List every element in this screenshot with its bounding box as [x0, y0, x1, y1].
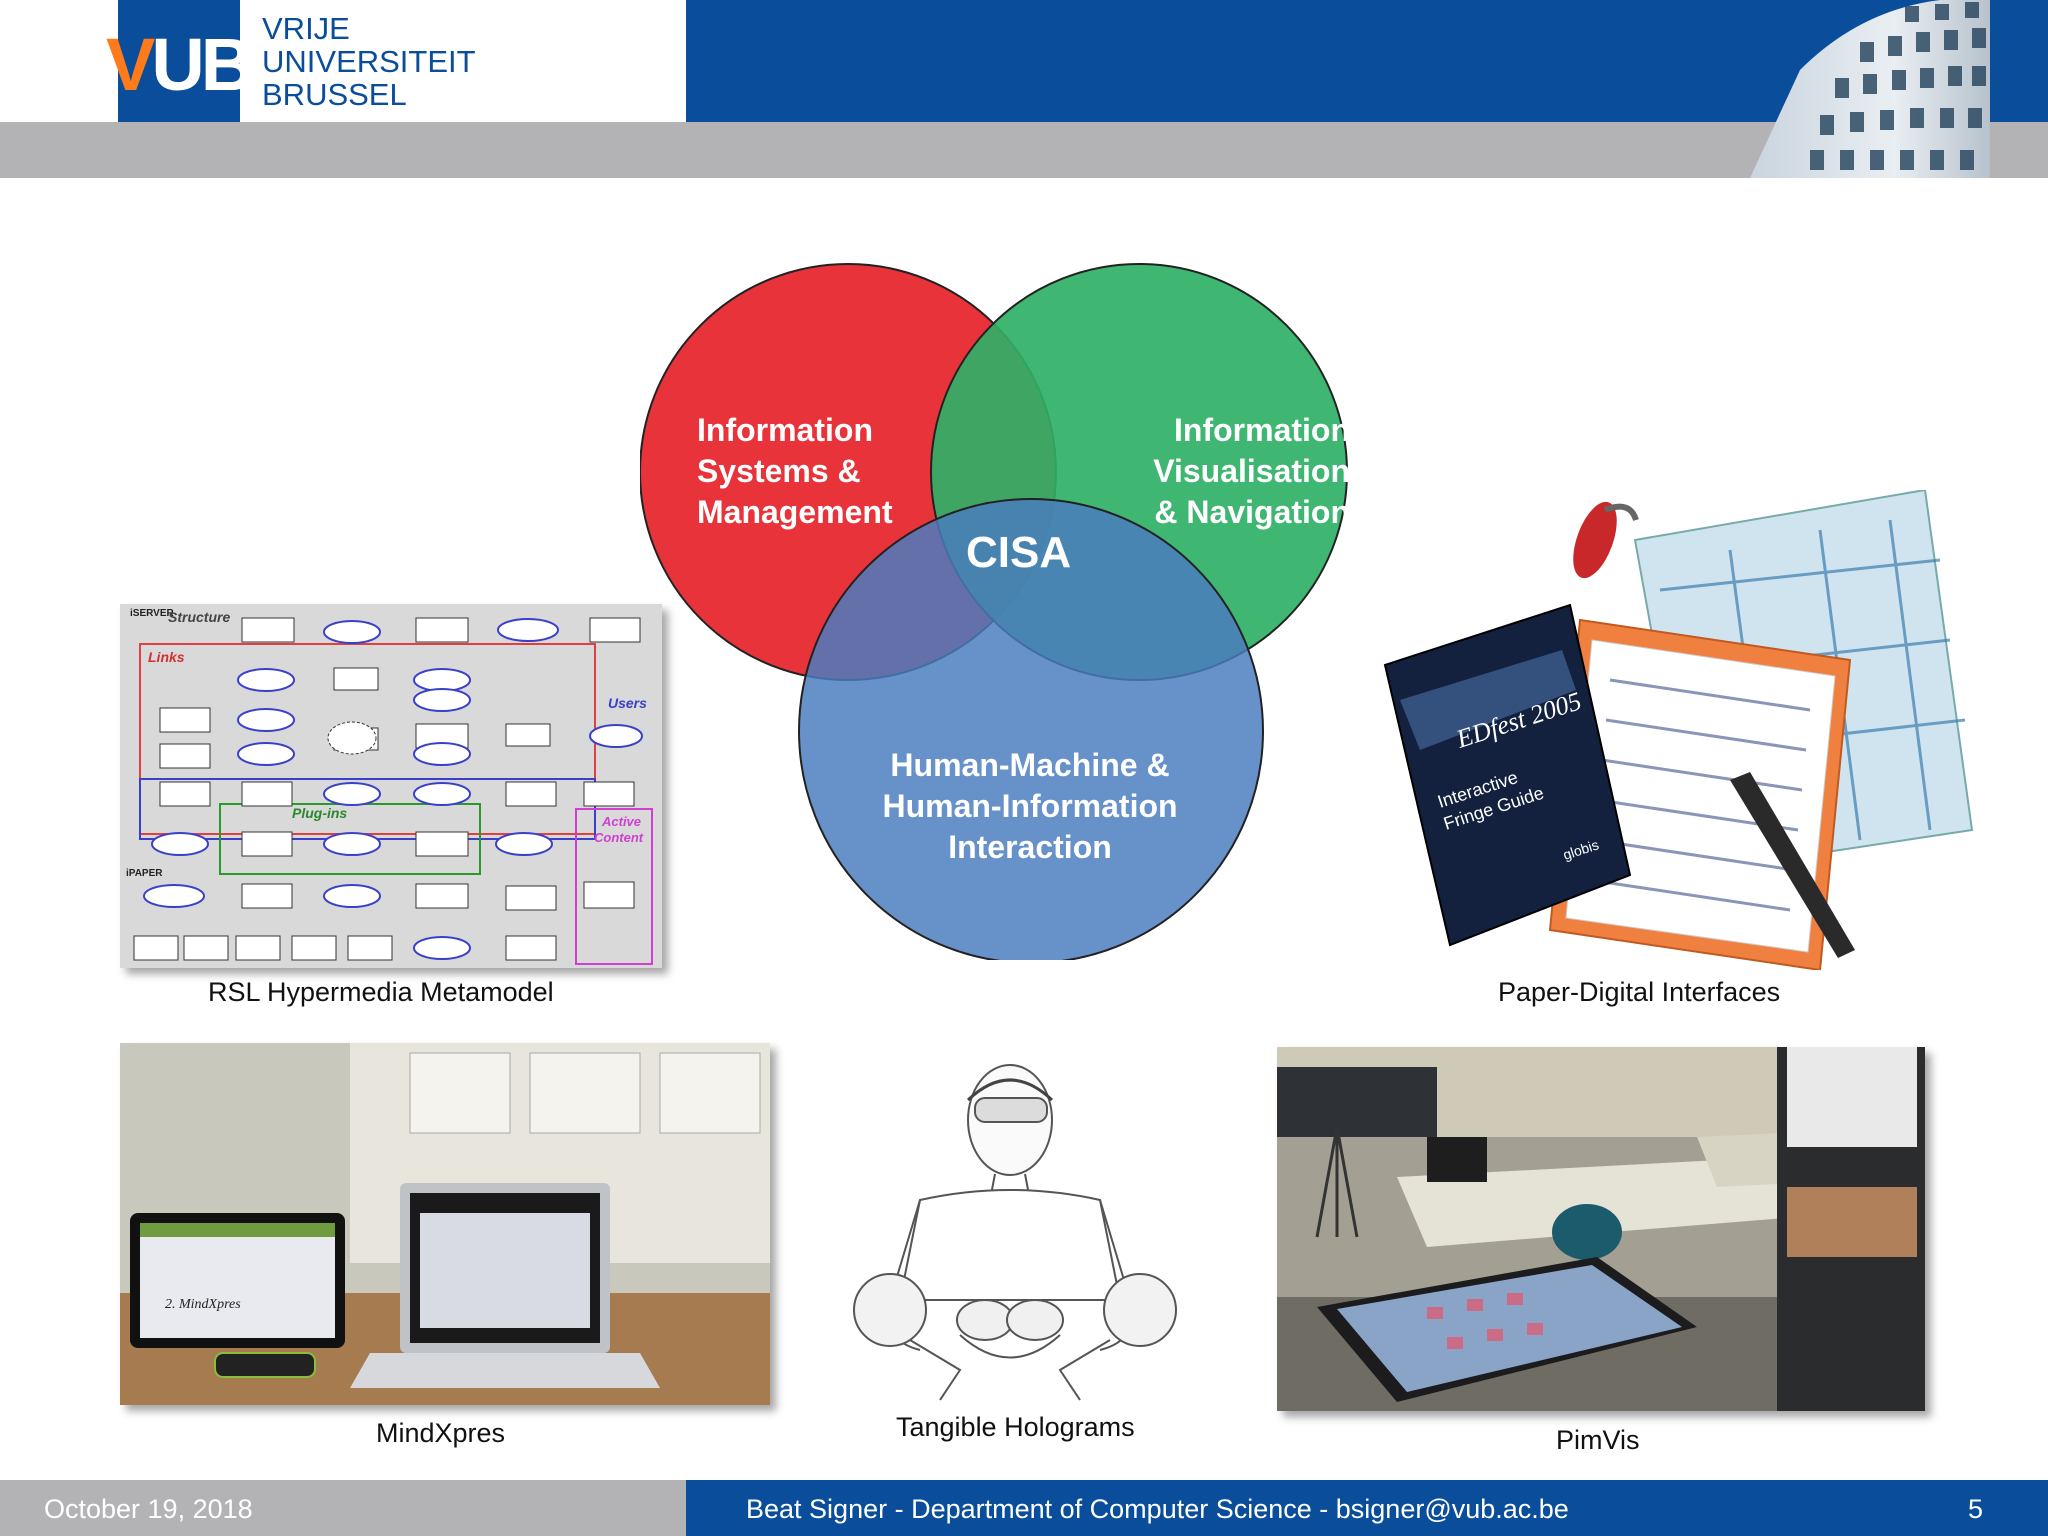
footer-grey-band	[0, 1480, 686, 1536]
mindxpres-photo: 2. MindXpres	[120, 1043, 770, 1405]
rsl-label-links: Links	[148, 649, 185, 665]
university-line-3: BRUSSEL	[262, 77, 407, 112]
footer-author: Beat Signer - Department of Computer Sci…	[746, 1494, 1569, 1524]
tangible-sketch	[853, 1064, 1177, 1401]
ivn-line-3: & Navigation	[1154, 494, 1350, 530]
tangible-holograms-image	[850, 1040, 1180, 1420]
pimvis-image	[1277, 1047, 1925, 1411]
label-human-machine: Human-Machine & Human-Information Intera…	[830, 745, 1230, 868]
header-white-band	[0, 0, 686, 122]
caption-pimvis: PimVis	[1556, 1425, 1640, 1455]
caption-tangible-holograms: Tangible Holograms	[896, 1412, 1135, 1442]
university-line-2: UNIVERSITEIT	[262, 44, 476, 79]
hmi-line-2: Human-Information	[882, 788, 1178, 824]
caption-paper-digital: Paper-Digital Interfaces	[1498, 977, 1781, 1007]
ism-line-2: Systems &	[697, 453, 861, 489]
ism-line-3: Management	[697, 494, 893, 530]
ivn-line-1: Information	[1174, 412, 1350, 448]
ism-line-1: Information	[697, 412, 873, 448]
footer-page-number: 5	[1968, 1494, 1984, 1524]
rsl-metamodel-image: iSERVER Structure Links Users Plug-ins A…	[120, 604, 662, 968]
header-grey-band	[0, 122, 2048, 178]
hmi-line-1: Human-Machine &	[890, 747, 1170, 783]
rsl-label-structure: Structure	[168, 609, 230, 625]
rsl-label-active: Active	[601, 814, 641, 829]
rsl-label-content: Content	[594, 830, 644, 845]
label-information-visualisation: Information Visualisation & Navigation	[1080, 410, 1350, 533]
pimvis-photo	[1277, 1047, 1925, 1411]
label-information-systems: Information Systems & Management	[697, 410, 893, 533]
logo-letters: UB	[151, 23, 254, 106]
rsl-label-ipaper: iPAPER	[126, 868, 163, 879]
vub-logo: VUB	[106, 28, 254, 102]
rsl-label-plugins: Plug-ins	[292, 805, 347, 821]
venn-circle-human-machine	[798, 498, 1264, 960]
caption-mindxpres: MindXpres	[376, 1418, 506, 1448]
rsl-label-users: Users	[608, 695, 647, 711]
paper-digital-illustration: EDfest 2005 Interactive Fringe Guide glo…	[1383, 488, 1974, 972]
venn-diagram	[640, 263, 1348, 960]
university-line-1: VRIJE	[262, 11, 350, 46]
hmi-line-3: Interaction	[948, 829, 1112, 865]
footer-blue-band	[686, 1480, 2048, 1536]
tablet-screen-text: 2. MindXpres	[165, 1297, 241, 1312]
logo-background	[118, 0, 240, 122]
rsl-label-iserver: iSERVER	[130, 608, 174, 619]
rsl-diagram: iSERVER Structure Links Users Plug-ins A…	[120, 604, 662, 968]
university-name: VRIJE UNIVERSITEIT BRUSSEL	[262, 12, 476, 111]
mindxpres-image: 2. MindXpres	[120, 1043, 770, 1405]
footer-date: October 19, 2018	[44, 1494, 253, 1524]
paper-digital-image: EDfest 2005 Interactive Fringe Guide glo…	[1380, 488, 1980, 972]
ivn-line-2: Visualisation	[1153, 453, 1350, 489]
building-image	[1750, 0, 1990, 178]
logo-v-letter: V	[106, 23, 155, 106]
caption-rsl-metamodel: RSL Hypermedia Metamodel	[208, 977, 554, 1007]
label-cisa: CISA	[966, 528, 1072, 577]
